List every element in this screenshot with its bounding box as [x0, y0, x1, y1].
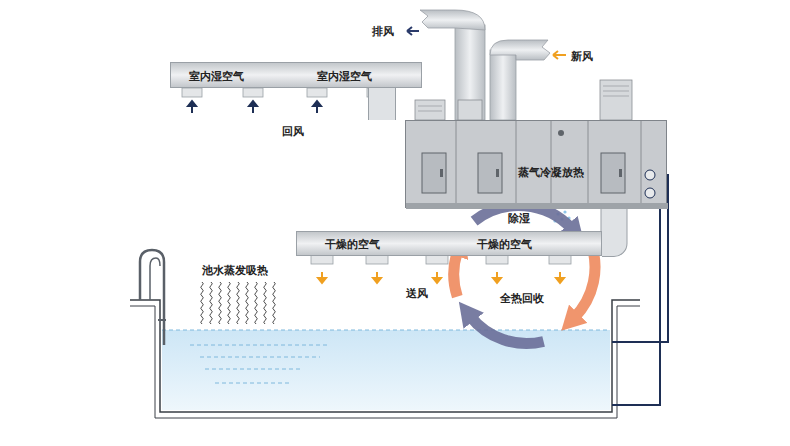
supply-air-label: 送风 — [406, 286, 428, 301]
dehumidify-label: 除湿 — [508, 211, 530, 226]
return-air-duct: 室内湿空气 室内湿空气 — [170, 62, 422, 88]
node-text: 室内湿空气 — [189, 69, 244, 84]
fresh-air-label: 新风 — [571, 49, 593, 64]
return-air-label: 回风 — [282, 124, 304, 139]
duct-elbow — [382, 88, 383, 120]
supply-air-duct: 干燥的空气 干燥的空气 — [296, 231, 602, 256]
heat-recovery-label: 全热回收 — [500, 291, 544, 306]
node-text: 蒸气冷凝放热 — [518, 165, 584, 180]
evaporation-label: 池水蒸发吸热 — [202, 263, 268, 278]
exhaust-label: 排风 — [372, 24, 394, 39]
node-text: 干燥的空气 — [477, 237, 532, 252]
duct-fill — [369, 88, 395, 120]
duct-edge — [602, 208, 614, 244]
node-text: 干燥的空气 — [325, 237, 380, 252]
duct-fill — [602, 208, 614, 244]
duct-edge — [368, 88, 396, 120]
duct-elbow — [602, 208, 614, 244]
node-text: 室内湿空气 — [317, 69, 372, 84]
unit-panels — [406, 121, 668, 209]
dehumidifier-unit: 蒸气冷凝放热 — [405, 120, 667, 208]
